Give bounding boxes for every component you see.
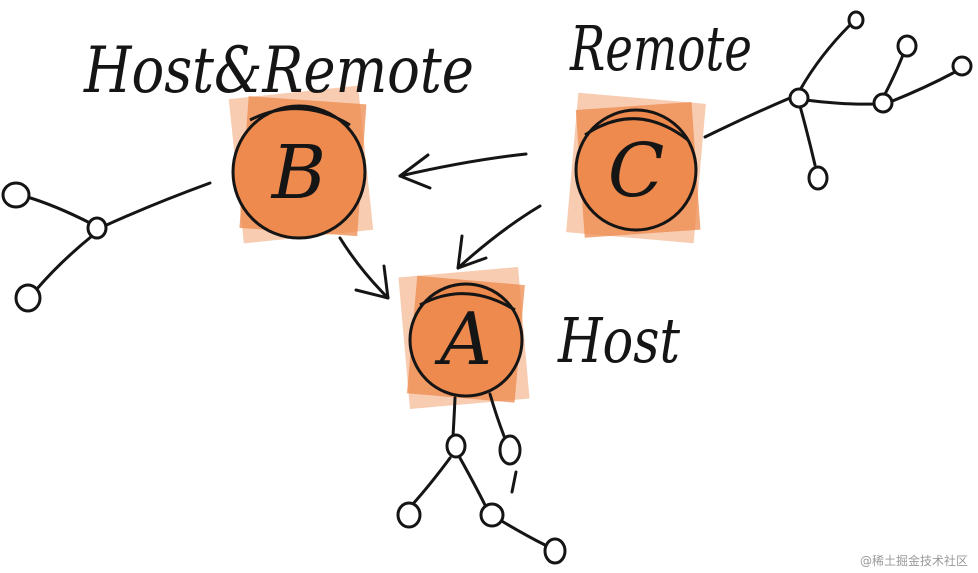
tree-edge: [488, 392, 506, 438]
tree-node: [896, 34, 918, 58]
tree-edge: [458, 456, 487, 507]
node-b-letter: B: [270, 130, 326, 216]
tree-edge: [703, 96, 792, 139]
tree-node: [847, 10, 865, 30]
arrow-c-to-a-head: [456, 234, 488, 270]
tree-edge: [22, 194, 94, 226]
label-host-remote: Host&Remote: [83, 34, 474, 108]
node-c: C: [566, 92, 706, 244]
arrow-c-to-b: [398, 152, 528, 178]
node-a: A: [398, 267, 530, 409]
tree-edge: [98, 181, 212, 230]
node-b: B: [228, 85, 374, 244]
tree-node: [543, 537, 567, 565]
tree-node: [807, 165, 829, 191]
arrow-b-to-a-head: [354, 264, 390, 300]
tree-node: [872, 92, 894, 114]
tree-c: [703, 10, 973, 191]
tree-edge: [451, 396, 457, 438]
label-remote: Remote: [569, 12, 752, 85]
dependency-trees: [1, 10, 973, 565]
tree-node: [14, 283, 42, 313]
tree-a: [396, 392, 567, 565]
tree-edge: [882, 53, 905, 98]
node-c-letter: C: [608, 128, 665, 214]
node-a-circle: [408, 282, 524, 398]
tree-edge: [510, 470, 518, 494]
node-b-circle: [231, 104, 367, 240]
node-c-circle-overlap: [584, 117, 689, 142]
node-b-circle-overlap: [249, 107, 351, 127]
tree-node: [396, 501, 422, 529]
tree-node: [86, 216, 108, 240]
tree-edge: [410, 456, 452, 507]
tree-node: [445, 433, 467, 459]
arrow-b-to-a: [338, 236, 390, 300]
tree-node: [951, 55, 973, 77]
tree-edge: [498, 518, 547, 547]
tree-b: [1, 181, 212, 313]
tree-edge: [798, 104, 817, 167]
tree-node: [498, 434, 522, 466]
arrow-c-to-a: [456, 204, 542, 270]
tree-edge: [804, 98, 877, 106]
watermark: @稀土掘金技术社区: [860, 553, 968, 568]
node-a-circle-overlap: [419, 292, 516, 312]
node-a-letter: A: [434, 297, 492, 381]
arrow-c-to-b-head: [398, 153, 432, 190]
tree-node: [1, 181, 31, 209]
tree-node: [479, 502, 505, 528]
dependency-arrows: [338, 152, 542, 300]
tree-edge: [34, 234, 94, 292]
tree-node: [788, 87, 810, 109]
node-c-circle: [574, 108, 698, 232]
label-host: Host: [557, 304, 680, 377]
tree-edge: [798, 23, 852, 92]
tree-edge: [888, 70, 957, 104]
